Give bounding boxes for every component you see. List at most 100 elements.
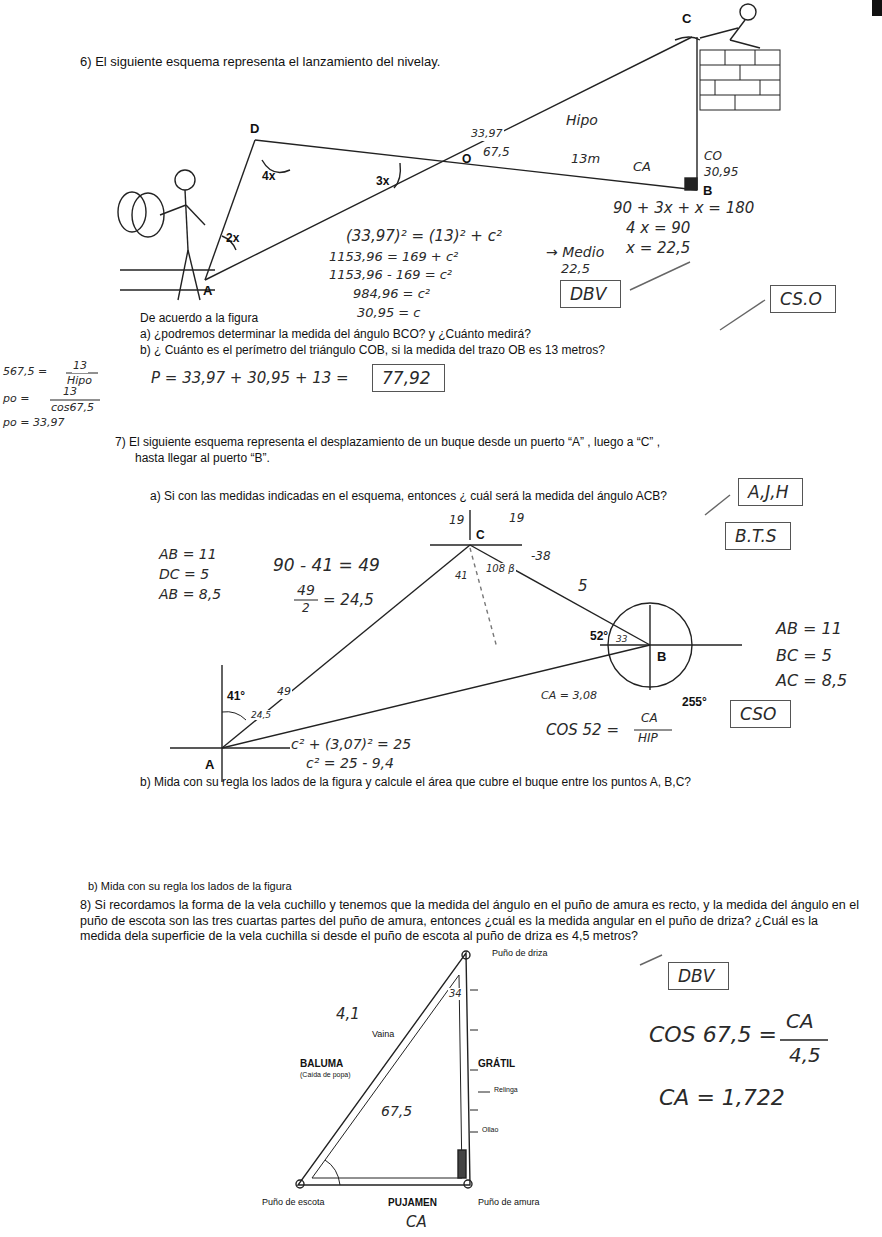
handwritten-note: CA — [405, 1214, 428, 1231]
handwritten-note: 19 — [448, 514, 465, 528]
handwritten-note: 33 — [615, 634, 628, 644]
handwritten-note: po = 33,97 — [2, 417, 65, 430]
handwritten-note: 49 — [276, 686, 292, 699]
handwritten-note: 30,95 — [703, 166, 739, 180]
handwritten-note: 567,5 = — [2, 366, 48, 379]
printed-text: A — [205, 758, 214, 773]
printed-text: 7) El siguiente esquema representa el de… — [115, 436, 660, 450]
handwritten-note: CA — [632, 160, 652, 175]
handwritten-note: AB = 11 — [775, 620, 843, 638]
answer-code: A,J,H — [748, 482, 789, 502]
printed-text: Ollao — [482, 1126, 498, 1134]
handwritten-note: 49 — [296, 582, 316, 598]
answer-box: A,J,H — [738, 478, 803, 506]
handwritten-note: 4,1 — [335, 1006, 361, 1023]
printed-text: 52° — [590, 630, 608, 644]
handwritten-note: HIP — [637, 732, 659, 746]
answer-box: B.T.S — [725, 522, 791, 550]
handwritten-note: 41 — [454, 570, 469, 582]
handwritten-note: 108 β — [485, 563, 516, 575]
handwritten-note: 30,95 = c — [356, 306, 422, 321]
handwritten-note: 4,5 — [788, 1044, 822, 1067]
handwritten-note: 13 — [62, 386, 78, 399]
answer-box: DBV — [560, 280, 621, 308]
handwritten-note: po = — [2, 393, 30, 406]
printed-text: C — [476, 529, 485, 543]
handwritten-note: Hipo — [565, 112, 599, 128]
printed-text: A — [203, 284, 212, 299]
handwritten-note: 19 — [508, 512, 525, 526]
handwritten-note: CA — [785, 1010, 815, 1033]
handwritten-note: 13m — [570, 152, 601, 167]
printed-text: 6) El siguiente esquema representa el la… — [80, 55, 440, 70]
printed-text: GRÁTIL — [478, 1058, 515, 1070]
handwritten-note: 13 — [72, 360, 88, 373]
handwritten-note: 24,5 — [250, 710, 272, 720]
printed-text: O — [462, 153, 471, 167]
printed-text: PUJAMEN — [388, 1197, 437, 1209]
answer-box: 77,92 — [372, 364, 445, 392]
handwritten-note: 90 - 41 = 49 — [272, 556, 381, 576]
printed-text: Puño de escota — [262, 1197, 325, 1207]
printed-text: 2x — [226, 232, 239, 246]
printed-text: hasta llegar al puerto “B”. — [135, 452, 270, 466]
printed-text: Vaina — [372, 1029, 394, 1039]
handwritten-note: 67,5 — [380, 1103, 413, 1119]
answer-code: 77,92 — [382, 368, 431, 388]
printed-text: a) ¿podremos determinar la medida del án… — [140, 328, 531, 342]
handwritten-note: AC = 8,5 — [775, 672, 848, 690]
printed-text: Puño de driza — [492, 948, 548, 958]
answer-box: DBV — [668, 962, 729, 990]
handwritten-note: 34 — [448, 988, 463, 1000]
handwritten-note: CA = 1,722 — [658, 1085, 786, 1110]
printed-text: 3x — [376, 175, 389, 189]
handwritten-note: = 24,5 — [322, 592, 375, 609]
handwritten-note: → Medio — [545, 244, 605, 260]
handwritten-note: COS 67,5 = — [648, 1022, 778, 1047]
printed-text: 4x — [262, 170, 275, 184]
handwritten-note: 5 — [577, 578, 589, 595]
printed-text: C — [682, 12, 691, 27]
printed-text: 8) Si recordamos la forma de la vela cuc… — [80, 898, 860, 945]
handwritten-note: 984,96 = c² — [352, 287, 431, 302]
printed-text: Puño de amura — [478, 1197, 540, 1207]
handwritten-note: P = 33,97 + 30,95 + 13 = — [150, 370, 350, 387]
printed-text: b) Mida con su regla los lados de la fig… — [88, 880, 292, 893]
printed-text: b) ¿ Cuánto es el perímetro del triángul… — [140, 344, 605, 358]
handwritten-note: (33,97)² = (13)² + c² — [345, 228, 503, 245]
printed-text: b) Mida con su regla los lados de la fig… — [140, 776, 691, 790]
printed-text: a) Si con las medidas indicadas en el es… — [150, 490, 667, 504]
handwritten-note: c² + (3,07)² = 25 — [290, 736, 412, 752]
handwritten-note: CO — [703, 150, 723, 164]
answer-code: CS.O — [780, 289, 822, 309]
handwritten-note: COS 52 = — [545, 722, 620, 739]
printed-text: Relinga — [494, 1086, 518, 1094]
handwritten-note: 33,97 — [470, 128, 504, 141]
handwritten-note: AB = 8,5 — [158, 586, 222, 602]
handwritten-note: CA — [640, 712, 659, 726]
printed-text: 41° — [227, 690, 245, 704]
handwritten-note: 2 — [301, 602, 311, 616]
handwritten-note: 1153,96 = 169 + c² — [328, 250, 459, 265]
handwritten-note: 22,5 — [560, 262, 591, 277]
handwritten-note: 1153,96 - 169 = c² — [328, 268, 453, 283]
handwritten-note: c² = 25 - 9,4 — [305, 755, 395, 771]
answer-code: B.T.S — [735, 526, 777, 546]
handwritten-note: DC = 5 — [158, 566, 210, 582]
handwritten-note: -38 — [530, 550, 552, 564]
handwritten-note: AB = 11 — [158, 546, 218, 562]
handwritten-note: 67,5 — [482, 146, 511, 160]
printed-text: 255° — [682, 696, 707, 710]
printed-text: B — [703, 184, 712, 199]
printed-text: De acuerdo a la figura — [140, 312, 258, 326]
answer-box: CSO — [730, 700, 791, 728]
answer-box: CS.O — [770, 285, 836, 313]
printed-text: BALUMA — [300, 1058, 343, 1070]
handwritten-note: 90 + 3x + x = 180 — [612, 200, 755, 217]
handwritten-note: x = 22,5 — [625, 240, 691, 257]
handwritten-note: CA = 3,08 — [540, 690, 598, 703]
answer-code: DBV — [570, 284, 606, 304]
printed-text: D — [250, 122, 259, 137]
